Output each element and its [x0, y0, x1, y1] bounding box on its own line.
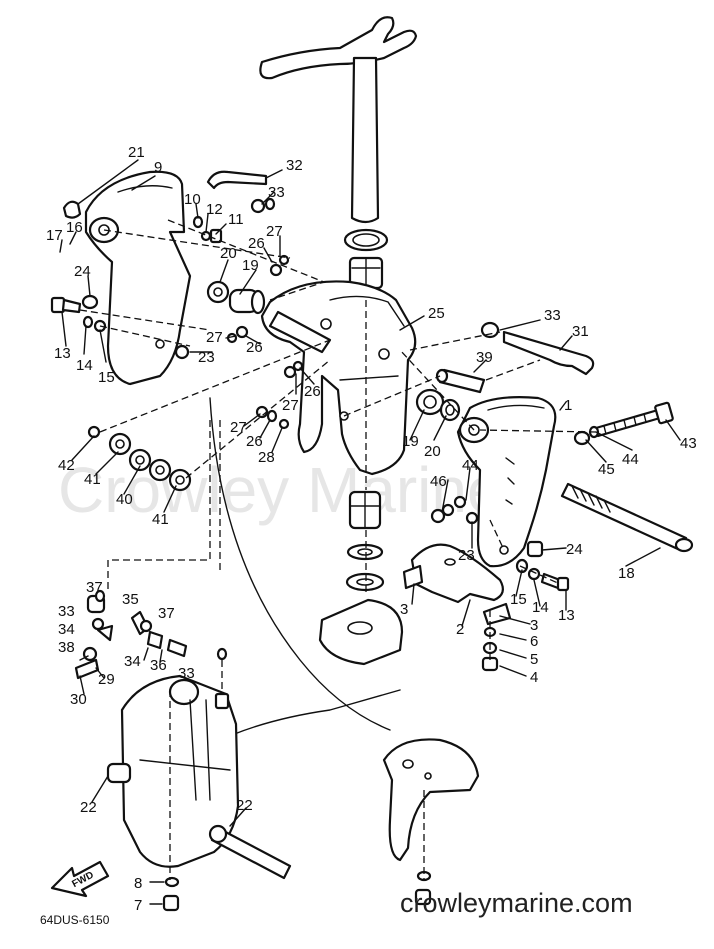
callout-23: 23 [198, 349, 215, 366]
callout-32: 32 [286, 157, 303, 174]
callout-22: 22 [236, 797, 253, 814]
callout-14: 14 [532, 599, 549, 616]
callout-38: 38 [58, 639, 75, 656]
bottom-fasteners [162, 870, 432, 912]
callout-26: 26 [246, 433, 263, 450]
callout-12: 12 [206, 201, 223, 218]
callout-24: 24 [566, 541, 583, 558]
drawing-code: 64DUS-6150 [40, 913, 110, 927]
callout-16: 16 [66, 219, 83, 236]
callout-27: 27 [282, 397, 299, 414]
callout-3: 3 [530, 617, 538, 634]
callout-17: 17 [46, 227, 63, 244]
callout-19: 19 [402, 433, 419, 450]
callout-8: 8 [134, 875, 142, 892]
left-clamp-bracket [62, 170, 192, 386]
bolt-43 [573, 401, 674, 446]
callout-3: 3 [400, 601, 408, 618]
bushings-40-41 [87, 425, 192, 492]
callout-14: 14 [76, 357, 93, 374]
lower-mount-parts [318, 490, 404, 666]
callout-6: 6 [530, 633, 538, 650]
fwd-arrow: FWD [50, 860, 110, 898]
callout-28: 28 [258, 449, 275, 466]
bolt-13-left [50, 294, 107, 333]
callout-10: 10 [184, 191, 201, 208]
callout-13: 13 [54, 345, 71, 362]
callout-41: 41 [152, 511, 169, 528]
callout-40: 40 [116, 491, 133, 508]
callout-45: 45 [598, 461, 615, 478]
callout-36: 36 [150, 657, 167, 674]
callout-23: 23 [458, 547, 475, 564]
callout-11: 11 [228, 211, 244, 228]
callout-34: 34 [58, 621, 75, 638]
callout-26: 26 [246, 339, 263, 356]
callout-31: 31 [572, 323, 589, 340]
assembly-lines [79, 219, 597, 880]
callout-33: 33 [58, 603, 75, 620]
callout-27: 27 [266, 223, 283, 240]
through-tube [560, 482, 694, 553]
callout-19: 19 [242, 257, 259, 274]
callout-9: 9 [154, 159, 162, 176]
callout-46: 46 [430, 473, 447, 490]
callout-44: 44 [622, 451, 639, 468]
callout-15: 15 [510, 591, 527, 608]
pin-39 [435, 368, 486, 394]
callout-27: 27 [206, 329, 223, 346]
callout-44: 44 [462, 457, 479, 474]
callout-37: 37 [86, 579, 103, 596]
callout-4: 4 [530, 669, 538, 686]
steering-shaft [343, 56, 389, 312]
callout-24: 24 [74, 263, 91, 280]
callout-22: 22 [80, 799, 97, 816]
callout-33: 33 [178, 665, 195, 682]
callout-26: 26 [304, 383, 321, 400]
callout-30: 30 [70, 691, 87, 708]
callout-13: 13 [558, 607, 575, 624]
callout-2: 2 [456, 621, 464, 638]
swivel-bracket [260, 280, 417, 476]
callout-29: 29 [98, 671, 115, 688]
tiller-handle [259, 16, 418, 80]
callout-20: 20 [220, 245, 237, 262]
fasteners-center [255, 360, 304, 430]
callout-7: 7 [134, 897, 142, 914]
callout-33: 33 [268, 184, 285, 201]
callout-15: 15 [98, 369, 115, 386]
callout-43: 43 [680, 435, 697, 452]
callout-18: 18 [618, 565, 635, 582]
engine-block [106, 674, 292, 880]
leader-lines [59, 159, 681, 905]
callout-39: 39 [476, 349, 493, 366]
callout-26: 26 [248, 235, 265, 252]
callout-37: 37 [158, 605, 175, 622]
callout-25: 25 [428, 305, 445, 322]
callout-21: 21 [128, 144, 145, 161]
callout-33: 33 [544, 307, 561, 324]
site-name: crowleymarine.com [400, 888, 633, 918]
callout-1: 1 [564, 397, 572, 414]
callouts: 21 9 32 33 10 12 11 17 16 26 27 20 19 24… [46, 144, 697, 914]
callout-27: 27 [230, 419, 247, 436]
tilt-lever [480, 321, 595, 376]
callout-41: 41 [84, 471, 101, 488]
stay-bracket [402, 543, 512, 672]
callout-34: 34 [124, 653, 141, 670]
right-clamp-bracket [456, 396, 557, 568]
callout-20: 20 [424, 443, 441, 460]
callout-35: 35 [122, 591, 139, 608]
bushing-19-right [415, 388, 461, 422]
callout-42: 42 [58, 457, 75, 474]
callout-5: 5 [530, 651, 538, 668]
bushing-20-left [206, 280, 266, 315]
